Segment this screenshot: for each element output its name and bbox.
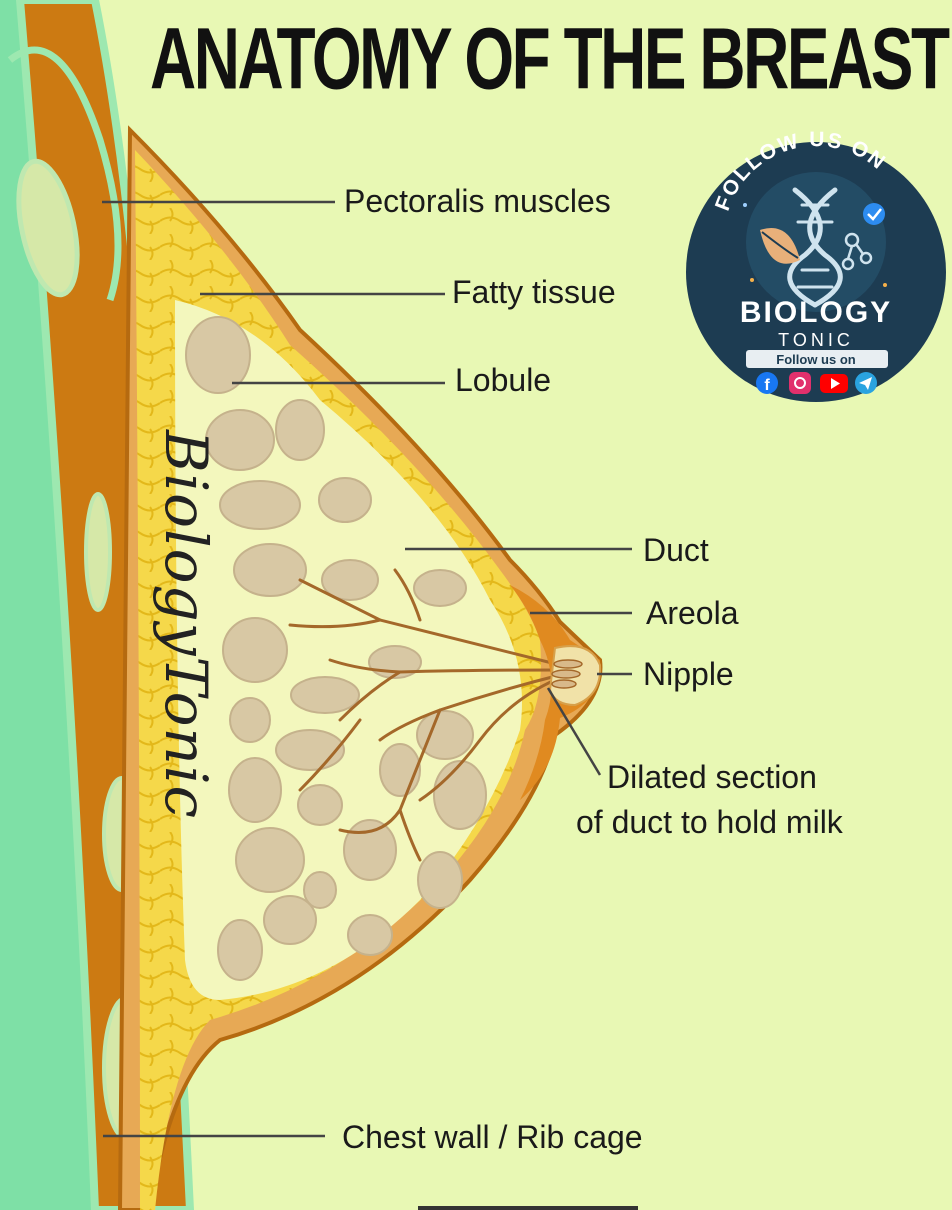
lobule <box>185 316 251 394</box>
label-nipple: Nipple <box>643 656 734 692</box>
lobule <box>290 676 360 714</box>
lobule <box>219 480 301 530</box>
watermark-text: BiologyTonic <box>152 430 220 819</box>
dilated-duct <box>551 659 583 689</box>
ducts <box>288 568 562 862</box>
instagram-icon[interactable] <box>789 372 811 394</box>
lobule <box>413 569 467 607</box>
chest-region <box>0 0 95 1210</box>
lobule <box>433 760 487 830</box>
dna-icon <box>787 187 843 308</box>
badge-follow-pill <box>746 350 888 368</box>
lobule <box>222 617 288 683</box>
lobule <box>205 409 275 471</box>
lobule <box>416 710 474 760</box>
label-lobule: Lobule <box>455 362 552 398</box>
badge-brand-line2: TONIC <box>778 330 854 350</box>
lobule <box>303 871 337 909</box>
rib <box>84 492 112 612</box>
molecule-icon <box>841 232 873 271</box>
follow-badge: FOLLOW US ON BIOLOGY TONIC Follow us on … <box>686 128 946 402</box>
rib <box>16 158 80 298</box>
lobule <box>228 757 282 823</box>
svg-text:f: f <box>764 377 770 394</box>
lobule <box>321 559 379 601</box>
label-duct: Duct <box>643 532 709 568</box>
lobule <box>233 543 307 597</box>
lobule <box>347 914 393 956</box>
muscle-inner-outline <box>7 46 122 302</box>
lobule <box>417 851 463 909</box>
lobule <box>235 827 305 893</box>
label-chest-wall: Chest wall / Rib cage <box>342 1119 643 1155</box>
bottom-bar <box>418 1206 638 1210</box>
badge-follow-label: Follow us on <box>776 352 855 367</box>
glandular-tissue <box>175 300 522 1000</box>
label-fatty-tissue: Fatty tissue <box>452 274 616 310</box>
label-pectoralis: Pectoralis muscles <box>344 183 611 219</box>
lobule <box>275 729 345 771</box>
facebook-icon[interactable] <box>756 372 778 394</box>
lobule <box>217 919 263 981</box>
page-title: ANATOMY OF THE BREAST <box>150 9 950 108</box>
badge-brand-line1: BIOLOGY <box>740 296 892 329</box>
lobule <box>229 697 271 743</box>
lobule <box>297 784 343 826</box>
leader-lines <box>102 200 632 1138</box>
lobule <box>275 399 325 461</box>
lobule <box>263 895 317 945</box>
label-areola: Areola <box>646 595 739 631</box>
label-dilated-section-line1: Dilated section <box>607 759 817 795</box>
lobule <box>343 819 397 881</box>
verified-icon <box>863 203 885 225</box>
lobule <box>379 743 421 797</box>
lobules <box>185 316 487 981</box>
lobule <box>318 477 372 523</box>
leader-dilated <box>546 687 602 776</box>
label-dilated-section-line2: of duct to hold milk <box>576 804 843 840</box>
